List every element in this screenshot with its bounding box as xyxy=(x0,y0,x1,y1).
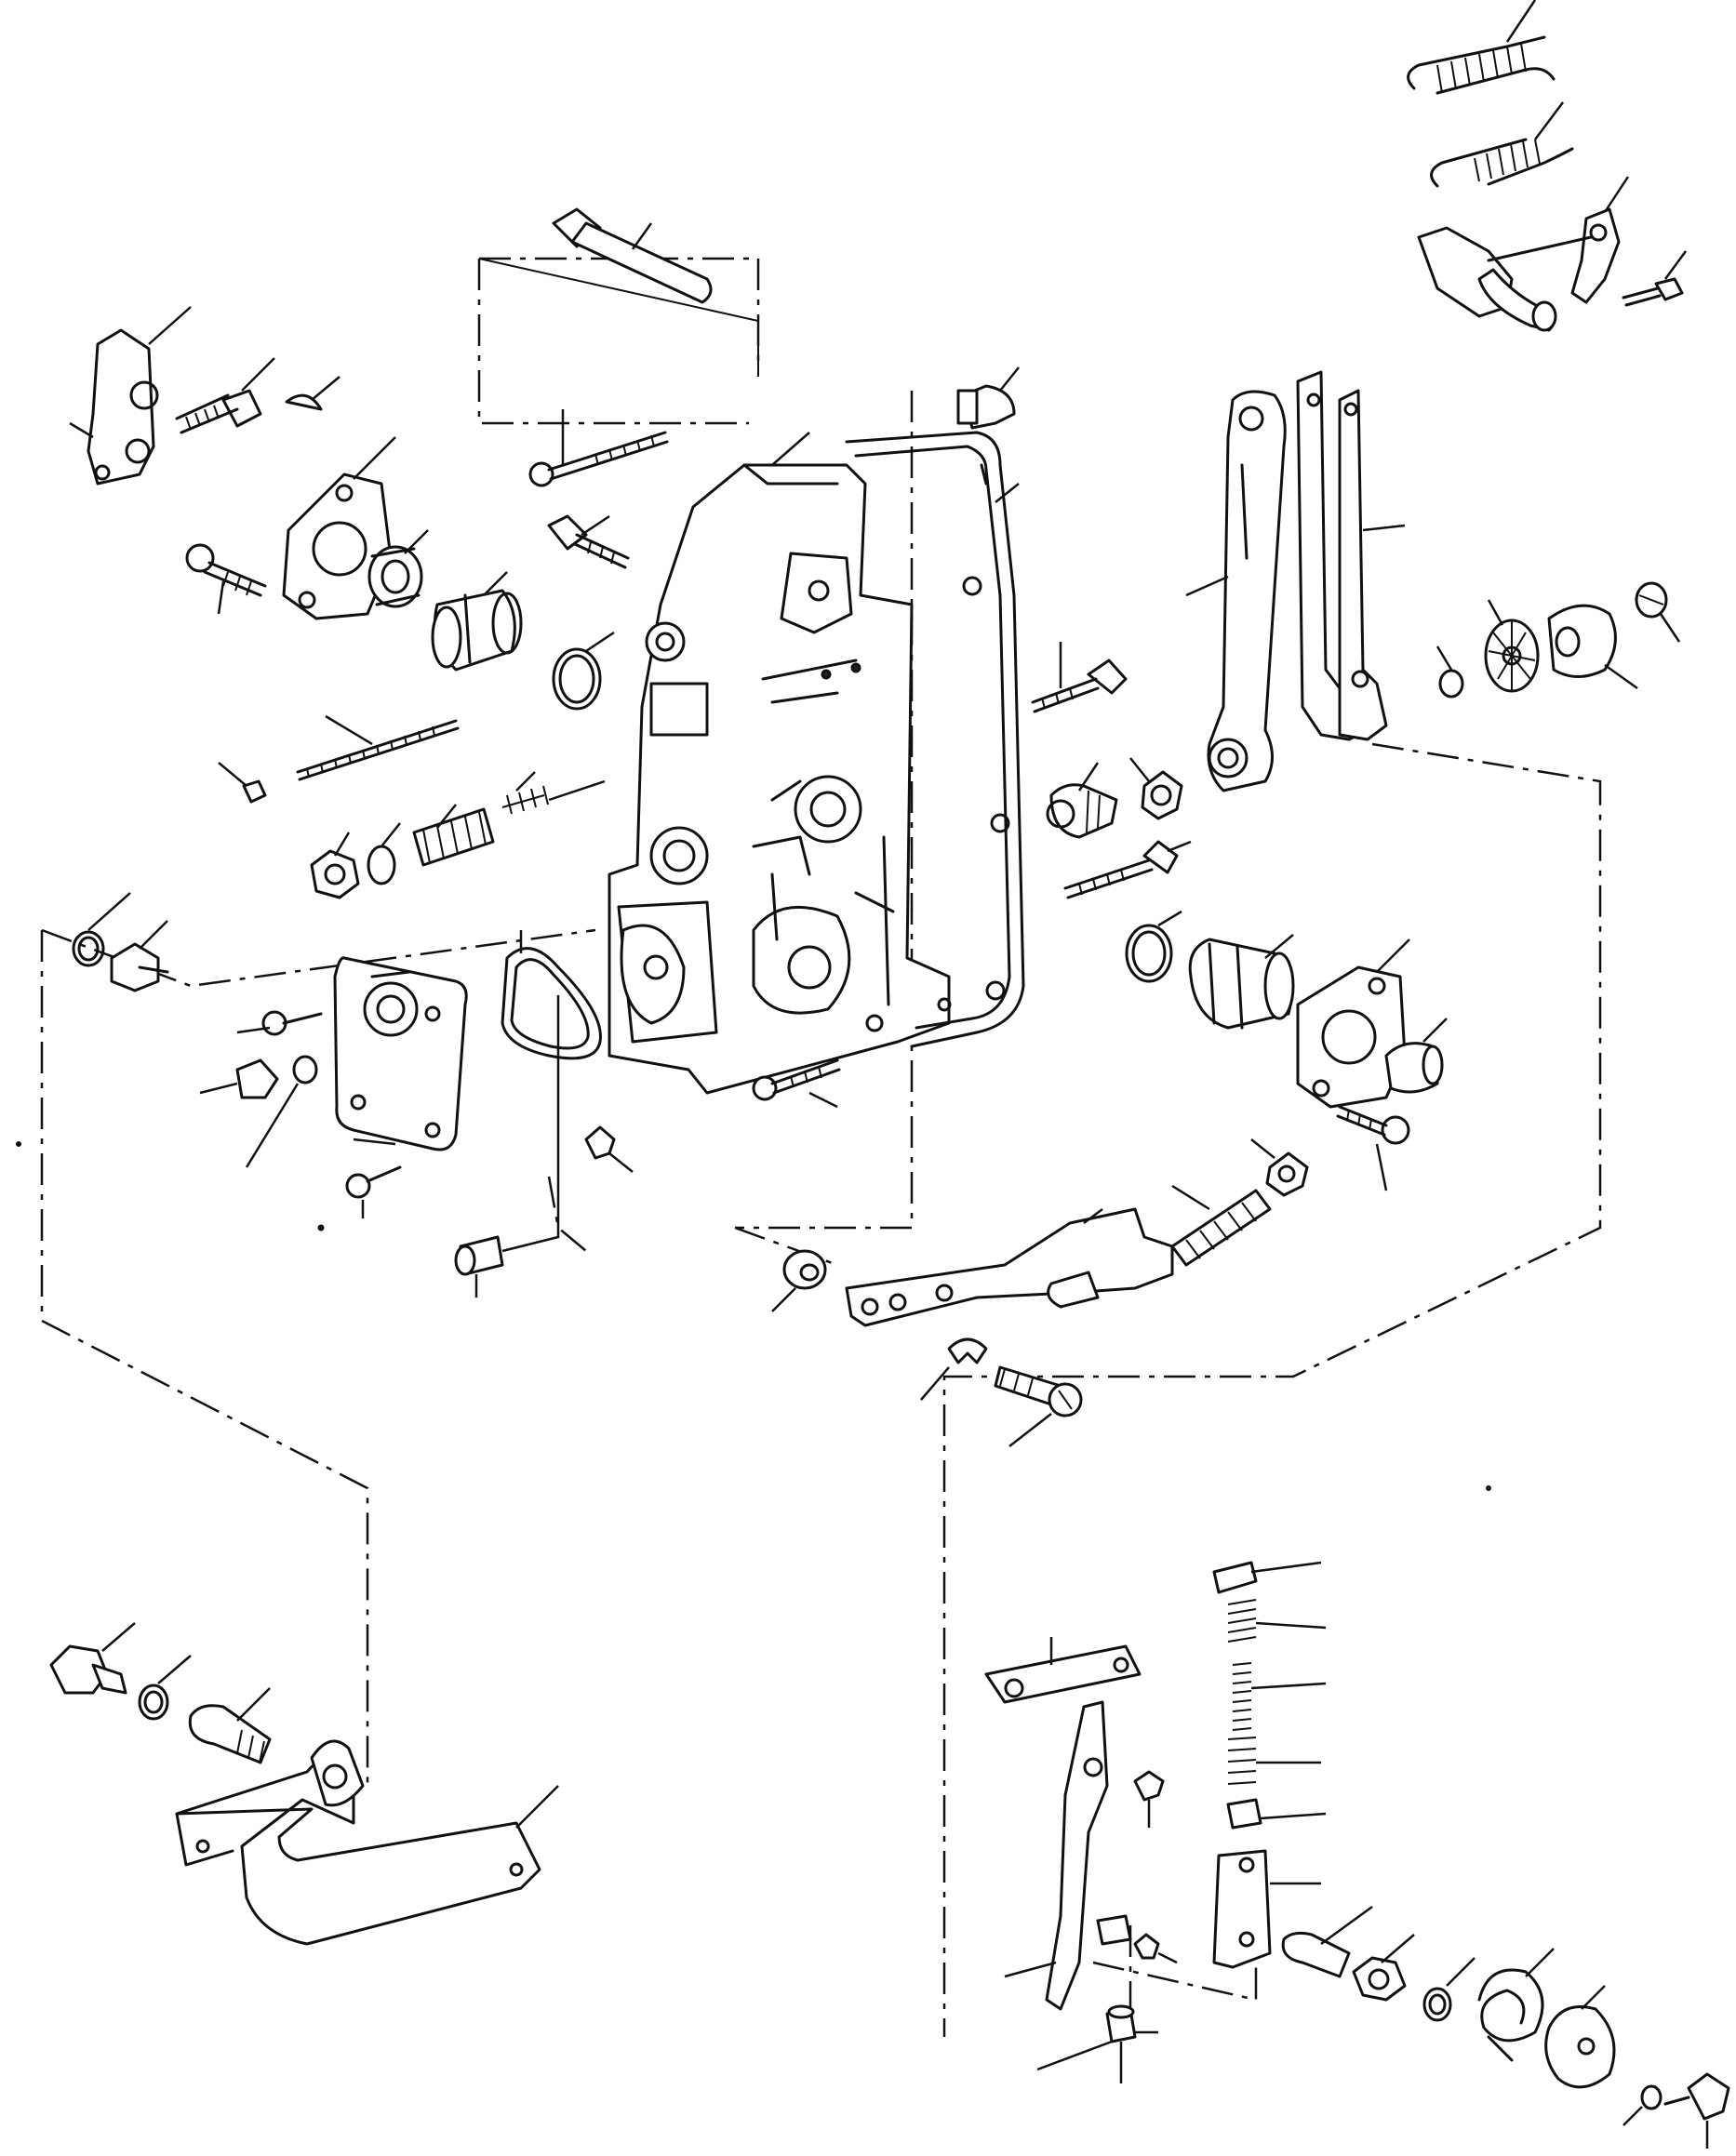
washer-and-screw-lower xyxy=(920,1338,1083,1447)
fitting-and-nut xyxy=(1046,757,1183,839)
right-slot-screw xyxy=(1336,1105,1410,1191)
o-ring-right xyxy=(1125,910,1182,983)
d-gasket xyxy=(501,930,602,1060)
bottom-cylinder xyxy=(1036,2004,1158,2083)
top-right-lever-assembly xyxy=(1417,176,1688,332)
o-ring-left xyxy=(552,631,615,711)
top-long-bolt xyxy=(552,207,713,304)
dome-plug xyxy=(956,366,1020,430)
governor-housing xyxy=(608,463,952,1095)
bearing-left xyxy=(367,529,429,608)
spring-stack xyxy=(1212,1561,1327,1830)
spacer-ring xyxy=(771,1249,827,1312)
left-bolt-2 xyxy=(185,543,267,615)
top-long-bolt-bracket xyxy=(478,258,759,377)
long-stud xyxy=(296,714,460,781)
lower-left-plug-parts xyxy=(49,1622,272,1764)
hex-bolt-mid xyxy=(547,514,630,569)
small-nuts-lower-right xyxy=(1133,1770,1178,1964)
bushing-left xyxy=(431,571,523,672)
adjust-screw-spring xyxy=(1170,1138,1309,1267)
slot-screw-lower xyxy=(752,1058,841,1109)
tension-spring-lower xyxy=(1430,101,1574,188)
small-cylinder-lower xyxy=(454,995,560,1298)
governor-block xyxy=(1212,1849,1321,1969)
right-shaft-parts xyxy=(1436,581,1681,699)
tension-spring-upper xyxy=(1407,0,1556,95)
ring-and-plug-left xyxy=(72,892,169,992)
left-top-bracket xyxy=(69,306,192,486)
woodruff-key xyxy=(285,376,341,411)
right-cap xyxy=(1384,1018,1448,1094)
lever-plates-right xyxy=(1296,370,1406,741)
reference-marks xyxy=(16,1141,1491,1491)
u-bracket xyxy=(175,1739,559,1946)
bushing-right xyxy=(1188,934,1295,1030)
spring-set xyxy=(310,771,606,899)
lower-right-arm xyxy=(984,1637,1142,2011)
shaft-pin-lower xyxy=(1281,1905,1373,1978)
small-nut xyxy=(218,762,267,804)
link-bar xyxy=(845,1207,1174,1327)
lever-arm-left xyxy=(1185,390,1287,792)
right-bolt-mid xyxy=(1063,840,1192,899)
nut-lower-center xyxy=(584,1125,634,1173)
cover-bolts xyxy=(199,1010,402,1218)
lower-right-fitting-series xyxy=(1352,1934,1730,2149)
slot-screw-top xyxy=(528,409,669,487)
top-gasket-label-leads xyxy=(771,432,1020,503)
right-hex-bolt xyxy=(1031,642,1128,713)
housing-gasket xyxy=(845,431,1025,1048)
side-cover xyxy=(333,956,468,1151)
left-top-bolt xyxy=(175,357,275,434)
